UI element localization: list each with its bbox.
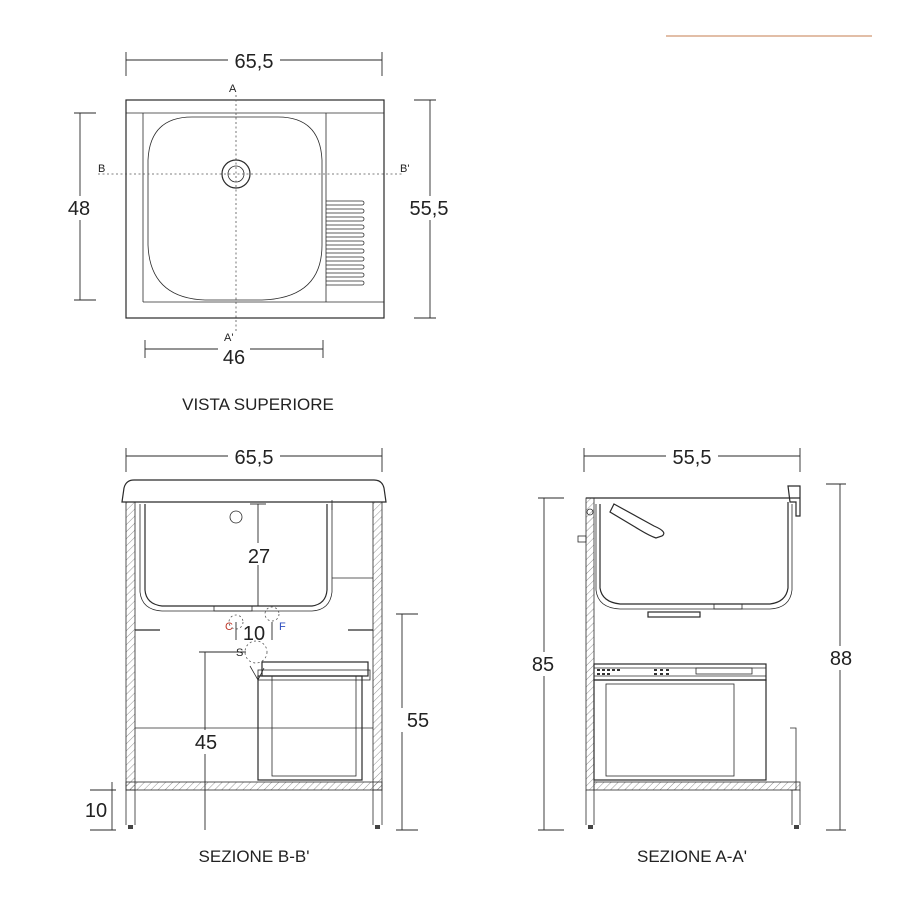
aa-bottom-shelf — [593, 781, 801, 791]
aa-total-height-label: 88 — [830, 648, 852, 670]
aa-rail-holes — [597, 669, 669, 675]
bb-right-foot — [375, 825, 380, 829]
top-view-title: VISTA SUPERIORE — [182, 395, 334, 414]
basin-outline — [147, 116, 323, 301]
aa-total-height-dimension: 88 — [824, 483, 858, 831]
aa-washboard — [609, 503, 665, 539]
bb-basin-height-dimension: 27 — [244, 503, 274, 606]
washboard-ribs — [326, 200, 365, 286]
section-bb: 65,5 27 — [85, 446, 436, 866]
f-label: F — [279, 621, 286, 633]
aa-height-dimension: 85 — [528, 497, 564, 831]
top-width-dimension: 65,5 — [125, 50, 383, 76]
section-a-bottom-label: A' — [224, 332, 233, 344]
basin-depth-dimension: 48 — [64, 112, 96, 301]
top-width-label: 65,5 — [235, 51, 274, 73]
section-b-right-label: B' — [400, 163, 409, 175]
bb-drain-spacing-dimension: 10 — [235, 622, 273, 645]
c-label: C — [225, 621, 233, 633]
f-connection-circle — [264, 606, 280, 622]
section-aa: 55,5 — [528, 446, 858, 866]
basin-depth-label: 48 — [68, 198, 90, 220]
basin-width-label: 46 — [223, 347, 245, 369]
bb-basin — [144, 504, 328, 607]
bb-basket-top — [261, 661, 369, 677]
s-connection-circle — [244, 640, 268, 664]
aa-width-label: 55,5 — [673, 447, 712, 469]
bb-width-dimension: 65,5 — [125, 446, 383, 472]
section-a-top-label: A — [229, 83, 237, 95]
bb-left-panel — [125, 501, 136, 791]
top-view: 65,5 A A' B — [64, 50, 454, 414]
top-depth-label: 55,5 — [410, 198, 449, 220]
section-b-left-label: B — [98, 163, 105, 175]
top-outer-outline — [125, 99, 385, 319]
bb-top-slab — [121, 479, 387, 503]
bb-width-label: 65,5 — [235, 447, 274, 469]
bb-drain-height-label: 45 — [195, 732, 217, 754]
aa-front-lip — [787, 485, 801, 517]
bb-foot-height-dimension: 10 — [85, 782, 116, 831]
aa-rail — [593, 663, 767, 681]
bb-overflow-hole — [229, 510, 243, 524]
aa-basin — [599, 502, 789, 605]
section-aa-title: SEZIONE A-A' — [637, 847, 747, 866]
basin-width-dimension: 46 — [144, 340, 324, 369]
s-label: S — [236, 647, 243, 659]
bb-foot-height-label: 10 — [85, 800, 107, 822]
bb-drain-spacing-label: 10 — [243, 623, 265, 645]
aa-back-panel — [585, 497, 595, 791]
bb-drain-height-dimension: 45 — [190, 651, 246, 830]
bb-connection-height-label: 55 — [407, 710, 429, 732]
aa-height-label: 85 — [532, 654, 554, 676]
bb-connection-height-dimension: 55 — [396, 613, 436, 831]
bb-left-foot — [128, 825, 133, 829]
bb-basin-height-label: 27 — [248, 546, 270, 568]
aa-drain-pipe — [647, 611, 701, 618]
aa-basket — [593, 679, 767, 781]
section-bb-title: SEZIONE B-B' — [199, 847, 310, 866]
aa-width-dimension: 55,5 — [583, 446, 801, 472]
top-depth-dimension: 55,5 — [406, 99, 454, 319]
bb-bottom-shelf — [125, 781, 383, 791]
bb-right-panel — [372, 501, 383, 791]
